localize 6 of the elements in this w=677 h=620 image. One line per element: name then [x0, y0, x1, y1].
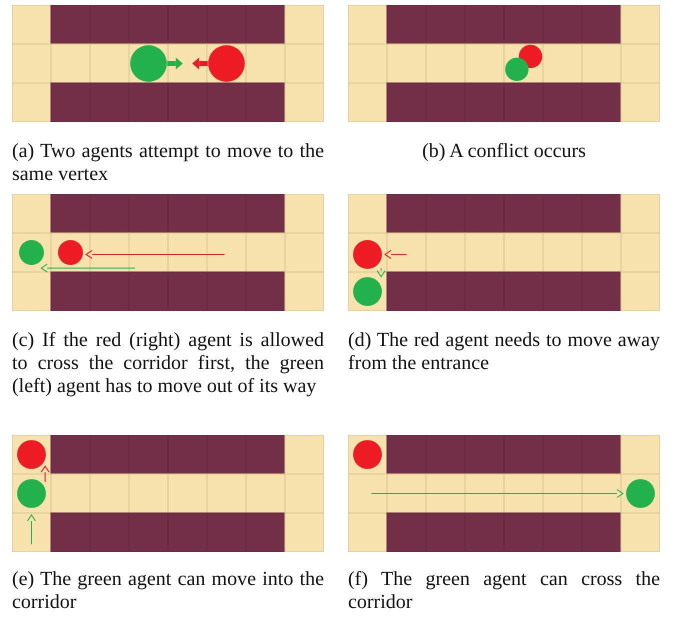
figure-caption: (a) Two agents attempt to move to the same vertex — [12, 140, 324, 186]
figure-caption: (c) If the red (right) agent is allowed to cross the corridor first, the green (left) agent has to move out of its way — [12, 329, 324, 398]
figure-caption: (e) The green agent can move into the corridor — [12, 568, 324, 614]
figure-caption: (b) A conflict occurs — [421, 140, 587, 163]
figure-caption: (d) The red agent needs to move away from the entrance — [348, 329, 660, 375]
figure-caption: (f) The green agent can cross the corridor — [348, 568, 660, 614]
